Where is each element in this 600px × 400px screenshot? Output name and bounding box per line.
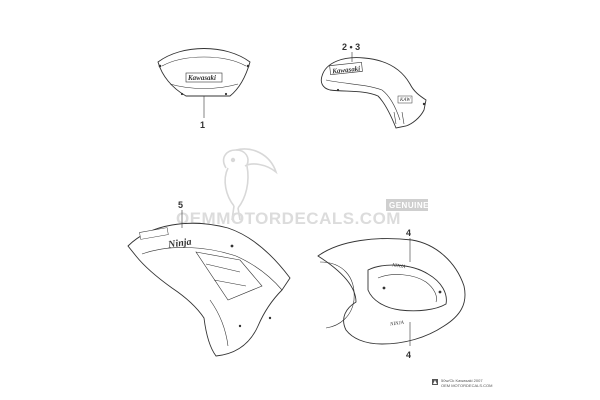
brand-mark-icon [432, 379, 438, 385]
side-cowl: Ninja 5 [127, 200, 291, 357]
tank-logo: Kawasaki [331, 65, 361, 76]
callout-seat-cowl-upper: 4 [406, 228, 411, 238]
callout-tank-cover: 2 • 3 [342, 42, 360, 52]
callout-seat-cowl-lower: 4 [406, 350, 411, 360]
toucan-icon [222, 148, 278, 221]
seat-cowl: NINJA NINJA 4 4 [317, 228, 466, 360]
rear-small-logo: KAW [399, 98, 411, 103]
footer-line2: OEM MOTORDECALS.COM [441, 383, 493, 388]
watermark: OEMMOTORDECALS.COM GENUINE [176, 148, 429, 228]
tank-decal [329, 62, 363, 75]
callout-windshield: 1 [200, 120, 205, 130]
windshield-logo: Kawasaki [187, 74, 216, 82]
tank-cover: Kawasaki KAW 2 • 3 [320, 42, 427, 129]
tail-logo-lower: NINJA [389, 321, 405, 328]
footer: 50w/Ck Kawasaki 2007 OEM MOTORDECALS.COM [432, 378, 493, 388]
genuine-badge [386, 199, 428, 211]
windshield: Kawasaki 1 [157, 48, 251, 130]
watermark-genuine-label: GENUINE [389, 201, 429, 210]
rear-small-decal [397, 95, 413, 104]
watermark-site-name: OEMMOTORDECALS.COM [176, 209, 401, 228]
side-logo: Ninja [167, 236, 193, 250]
tail-logo-upper: NINJA [391, 263, 407, 270]
footer-line1: 50w/Ck Kawasaki 2007 [441, 378, 483, 383]
callout-side-cowl: 5 [178, 200, 183, 210]
windshield-decal [185, 72, 223, 83]
side-stripe-decal [139, 227, 169, 240]
